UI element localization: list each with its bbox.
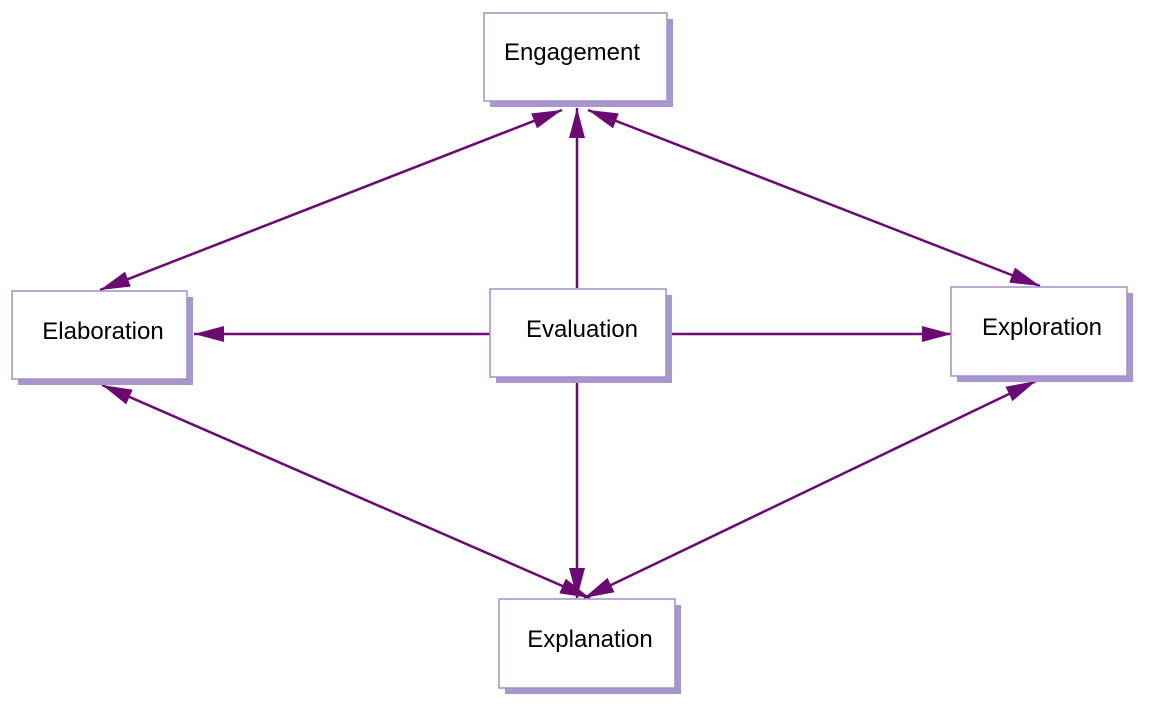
node-engagement: Engagement [483,12,673,107]
edge-engagement-elaboration [99,108,563,292]
node-elaboration-label: Elaboration [42,318,163,345]
node-explanation-label: Explanation [527,626,652,653]
edges [99,108,1041,600]
edge-exploration-explanation [583,379,1037,600]
node-exploration-label: Exploration [982,314,1102,341]
edge-elaboration-explanation [101,383,591,600]
node-exploration: Exploration [950,286,1133,382]
edge-engagement-exploration [587,108,1041,288]
node-engagement-label: Engagement [504,39,640,66]
node-elaboration: Elaboration [11,290,193,385]
node-evaluation-label: Evaluation [526,316,638,343]
node-evaluation: Evaluation [489,288,672,383]
node-explanation: Explanation [498,598,681,694]
